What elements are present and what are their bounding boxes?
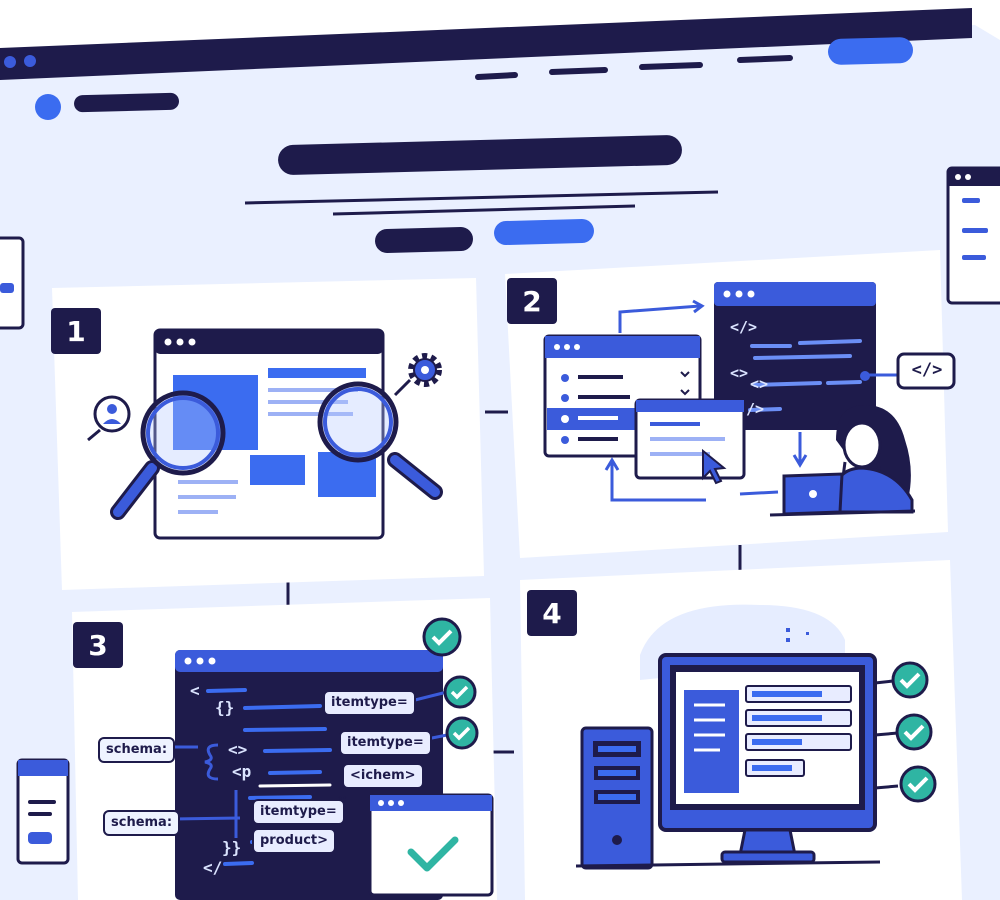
schema-label: schema:	[103, 810, 181, 836]
header-cta-button	[828, 37, 913, 65]
success-popup-window	[368, 793, 494, 897]
sparkle-icon	[786, 628, 809, 642]
side-window-left-top	[0, 236, 25, 330]
code-token: <p	[232, 762, 252, 781]
step-number-2: 2	[507, 278, 557, 324]
hero-title-bar	[278, 135, 682, 175]
code-badge-label: </>	[911, 360, 943, 380]
code-mark: />	[746, 400, 765, 418]
monitor-icon	[575, 653, 881, 868]
developer-person-icon	[769, 405, 916, 517]
step-number-3: 3	[73, 622, 123, 668]
side-window-left-bottom	[16, 758, 70, 865]
check-icon	[899, 765, 937, 803]
flow-arrows	[604, 299, 898, 502]
step-number-4: 4	[527, 590, 577, 636]
gear-icon	[393, 353, 442, 397]
step-panel-2	[505, 250, 956, 558]
window-dot	[24, 55, 36, 67]
code-token: </	[203, 858, 223, 877]
website-mockup	[153, 328, 385, 540]
connector-dot	[860, 371, 870, 381]
code-mark: <>	[730, 364, 749, 382]
step-number-1: 1	[51, 308, 101, 354]
hero-button-blue	[494, 219, 594, 245]
code-token: {}	[215, 698, 235, 717]
code-token: <	[190, 681, 200, 700]
window-dot	[4, 56, 16, 68]
schema-label: schema:	[98, 737, 176, 763]
checkmark-icon	[407, 836, 459, 872]
product-tag: product>	[252, 828, 337, 854]
check-icon	[445, 716, 479, 750]
check-icon	[422, 617, 462, 657]
item-tag: <ichem>	[342, 763, 424, 789]
cursor-icon	[702, 448, 727, 485]
popup-window	[634, 398, 746, 480]
itemtype-tag: itemtype=	[339, 730, 432, 756]
logo-text-bar	[74, 92, 179, 113]
magnifier-icon-right	[317, 381, 443, 500]
check-icon	[891, 661, 929, 699]
code-token: <>	[228, 740, 248, 759]
side-window-right	[946, 166, 1000, 305]
itemtype-tag: itemtype=	[323, 690, 416, 716]
step-panel-4	[520, 560, 962, 900]
server-tower-icon	[580, 726, 654, 870]
code-badge	[896, 352, 956, 390]
hero-subtitle-line	[332, 204, 636, 216]
user-icon	[87, 395, 131, 442]
connector-lines	[874, 679, 899, 790]
code-editor-window	[714, 282, 876, 430]
code-mark: </>	[730, 318, 758, 336]
header-nav	[475, 55, 793, 80]
itemtype-tag: itemtype=	[252, 799, 345, 825]
hero-subtitle-line	[244, 190, 719, 205]
code-mark: <>	[750, 375, 769, 393]
magnifier-icon-left	[110, 390, 226, 520]
hero-button-dark	[375, 227, 473, 253]
code-token: }}	[222, 838, 242, 857]
tag-superscript: °°	[338, 796, 347, 806]
browser-top-bar	[0, 8, 972, 80]
step-panel-1	[52, 278, 484, 590]
logo-icon	[35, 94, 61, 120]
check-icon	[895, 713, 933, 751]
check-icon	[443, 675, 477, 709]
